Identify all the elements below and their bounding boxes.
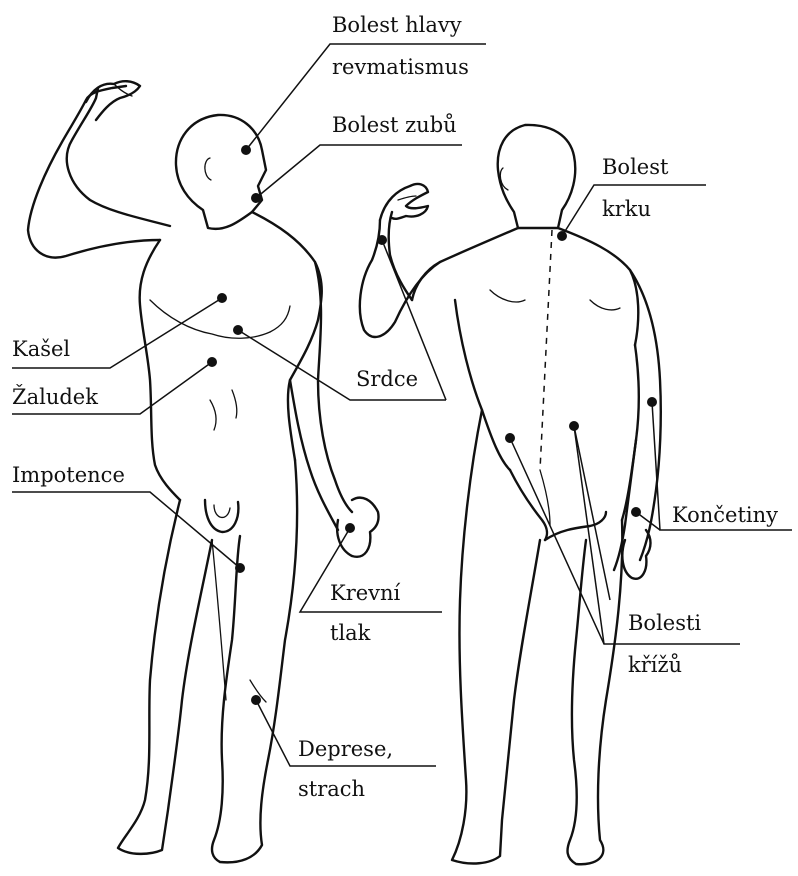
label-back-pain-line1: Bolesti xyxy=(628,611,701,635)
label-depression-line1: Deprese, xyxy=(298,737,393,761)
point-hand-front xyxy=(345,523,355,533)
point-heart xyxy=(233,325,243,335)
point-knee xyxy=(251,695,261,705)
labels: Bolest hlavy revmatismus Bolest zubů Bol… xyxy=(12,13,778,801)
label-heart: Srdce xyxy=(356,367,418,391)
label-stomach: Žaludek xyxy=(12,385,98,409)
label-impotence: Impotence xyxy=(12,463,125,487)
point-arm xyxy=(647,397,657,407)
label-depression-line2: strach xyxy=(298,777,365,801)
point-back-right xyxy=(569,421,579,431)
point-stomach xyxy=(207,357,217,367)
point-cough xyxy=(217,293,227,303)
back-figure xyxy=(360,125,661,864)
point-hand xyxy=(377,235,387,245)
point-neck xyxy=(557,231,567,241)
label-cough: Kašel xyxy=(12,337,70,361)
label-limbs: Končetiny xyxy=(672,503,778,527)
point-wrist xyxy=(631,507,641,517)
label-neck-line2: krku xyxy=(602,197,651,221)
point-head xyxy=(241,145,251,155)
label-toothache: Bolest zubů xyxy=(332,113,457,137)
label-headache-line2: revmatismus xyxy=(332,55,469,79)
point-teeth xyxy=(251,193,261,203)
label-blood-pressure-line2: tlak xyxy=(330,621,371,645)
point-back-left xyxy=(505,433,515,443)
acupressure-points xyxy=(207,145,657,705)
label-neck-line1: Bolest xyxy=(602,155,669,179)
label-blood-pressure-line1: Krevní xyxy=(330,581,401,605)
label-headache-line1: Bolest hlavy xyxy=(332,13,462,37)
label-back-pain-line2: křížů xyxy=(628,653,682,677)
point-thigh xyxy=(235,563,245,573)
